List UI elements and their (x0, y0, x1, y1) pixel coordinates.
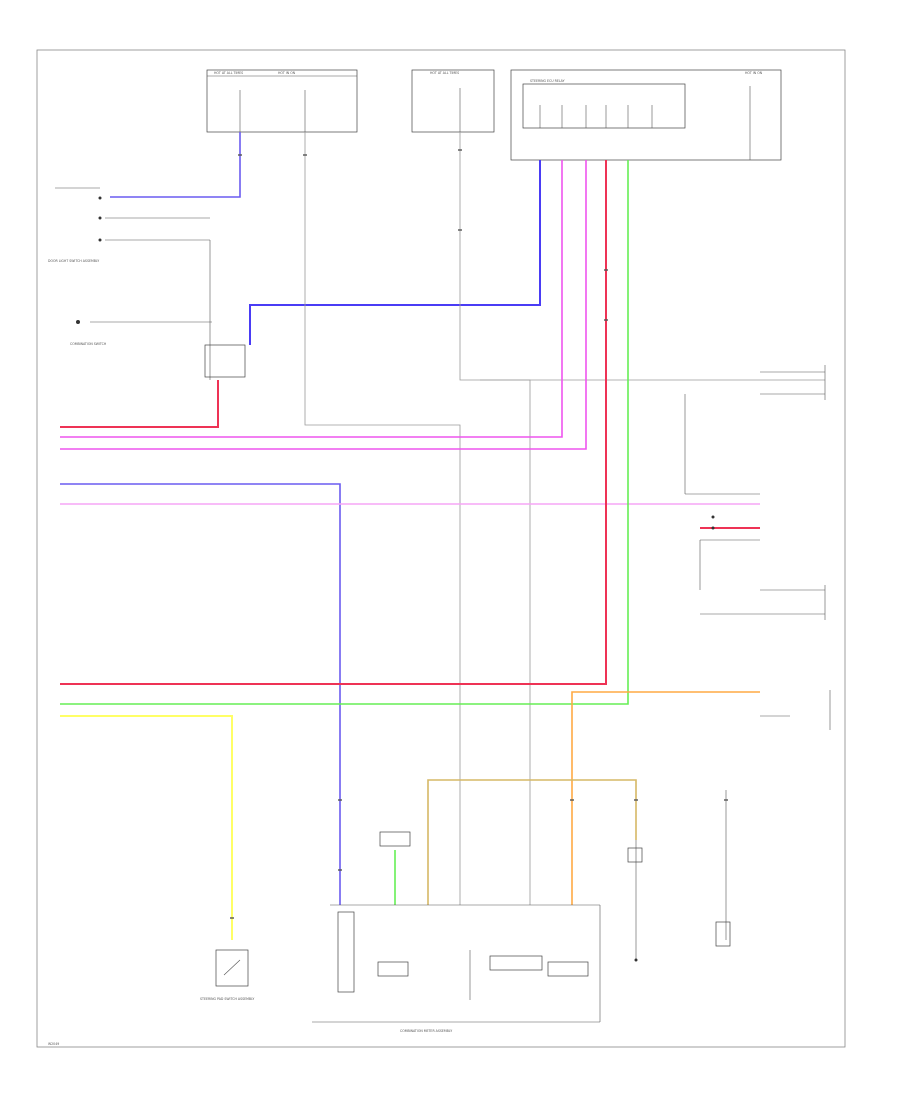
wire-magenta-upper (60, 160, 587, 450)
wire-blue-top (110, 132, 241, 198)
combination-switch: COMBINATION SWITCH (70, 240, 246, 380)
fuse-box-left-label-2: HOT IN ON (278, 71, 296, 75)
diagram-code: W2049 (48, 1042, 59, 1046)
connector-ticks (230, 149, 728, 919)
combination-switch-label: COMBINATION SWITCH (70, 342, 107, 346)
fuse-box-mid-label: HOT AT ALL TIMES (430, 71, 459, 75)
fuse-box-mid: HOT AT ALL TIMES (411, 69, 495, 133)
combination-meter-block: COMBINATION METER ASSEMBLY (312, 831, 601, 1033)
wire-red-lower (60, 160, 760, 685)
steering-pad-switch: STEERING PAD SWITCH ASSEMBLY (200, 949, 254, 1001)
right-connector-upper (684, 365, 826, 495)
ecu-pin-row (539, 105, 653, 128)
door-light-switch-label: DOOR LIGHT SWITCH ASSEMBLY (48, 259, 99, 263)
combination-meter-label: COMBINATION METER ASSEMBLY (400, 1029, 452, 1033)
steering-pad-switch-label: STEERING PAD SWITCH ASSEMBLY (200, 997, 254, 1001)
wire-gray-center (304, 132, 825, 905)
wire-yellow (60, 715, 233, 940)
wire-orange (571, 691, 760, 905)
right-connector-lower (715, 690, 831, 947)
wire-red-upper (60, 380, 219, 428)
diagram-frame (36, 49, 846, 1048)
door-light-switch: DOOR LIGHT SWITCH ASSEMBLY (48, 187, 210, 263)
wire-tan (427, 779, 637, 905)
fuse-box-left-label: HOT AT ALL TIMES (214, 71, 243, 75)
fuse-box-left: HOT AT ALL TIMES HOT IN ON (206, 69, 358, 133)
steering-ecu-box: STEERING ECU RELAY HOT IN ON (510, 69, 782, 161)
wire-dark-blue (249, 160, 541, 345)
steering-ecu-label: STEERING ECU RELAY (530, 79, 565, 83)
right-connector-mid (699, 515, 826, 620)
wire-green (60, 160, 629, 905)
fuse-box-right-label: HOT IN ON (745, 71, 763, 75)
wire-blue-mid (60, 483, 341, 905)
lower-right-sensor (627, 840, 643, 962)
